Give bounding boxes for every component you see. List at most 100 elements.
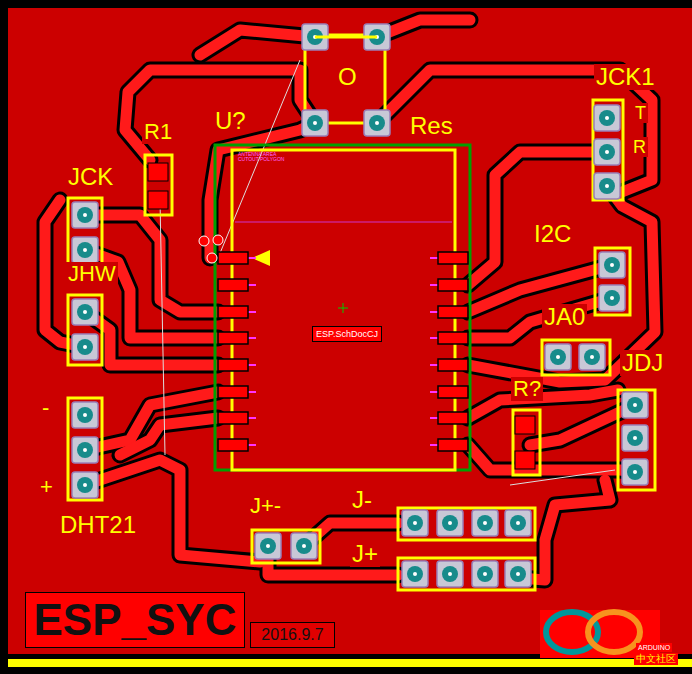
smd-pad bbox=[218, 439, 248, 451]
pin-name: - bbox=[40, 396, 51, 420]
pad-land bbox=[302, 110, 328, 136]
logo-text: 中文社区 bbox=[634, 653, 678, 665]
smd-pad bbox=[218, 279, 248, 291]
pad-land bbox=[437, 510, 463, 536]
smd-pad bbox=[438, 386, 468, 398]
pad-ring bbox=[77, 207, 93, 223]
drill-hole bbox=[83, 248, 87, 252]
pin-name: R bbox=[631, 137, 648, 157]
drill-hole bbox=[375, 121, 379, 125]
pad-ring bbox=[599, 178, 615, 194]
component-name: U? bbox=[213, 108, 248, 134]
smd-pad bbox=[218, 359, 248, 371]
pin-lead bbox=[248, 391, 256, 393]
date-tag: 2016.9.7 bbox=[250, 622, 335, 648]
pad-land bbox=[594, 173, 620, 199]
drill-hole bbox=[605, 150, 609, 154]
copper-trace bbox=[200, 30, 315, 55]
pad-ring bbox=[77, 477, 93, 493]
resistor-pad bbox=[515, 451, 535, 469]
connector-name: J- bbox=[350, 487, 374, 513]
pad-ring bbox=[627, 397, 643, 413]
pad-land bbox=[622, 459, 648, 485]
drill-hole bbox=[266, 544, 270, 548]
smd-pad bbox=[218, 386, 248, 398]
pad-land bbox=[72, 472, 98, 498]
drill-hole bbox=[313, 121, 317, 125]
pad-ring bbox=[599, 110, 615, 126]
copper-trace bbox=[85, 312, 218, 365]
connector-name: I2C bbox=[532, 221, 573, 247]
pad-land bbox=[291, 533, 317, 559]
pad-ring bbox=[260, 538, 276, 554]
component-outline bbox=[593, 100, 623, 200]
origin-cross bbox=[338, 303, 348, 313]
component-outline bbox=[68, 198, 102, 268]
smd-pad bbox=[438, 412, 468, 424]
drill-hole bbox=[483, 521, 487, 525]
drill-hole bbox=[83, 213, 87, 217]
schematic-tag: ESP.SchDocCJ bbox=[312, 326, 382, 342]
component-outline bbox=[542, 340, 610, 375]
pad-land bbox=[364, 110, 390, 136]
drill-hole bbox=[83, 483, 87, 487]
drill-hole bbox=[633, 470, 637, 474]
drill-hole bbox=[633, 403, 637, 407]
component-outline bbox=[252, 530, 320, 563]
connector-name: JHW bbox=[66, 262, 118, 286]
via bbox=[199, 236, 209, 246]
pad-land bbox=[72, 437, 98, 463]
resistor-pad bbox=[148, 191, 168, 209]
pad-land bbox=[255, 533, 281, 559]
pad-land bbox=[72, 202, 98, 228]
component-name: R? bbox=[511, 377, 543, 401]
copper-trace bbox=[85, 460, 260, 562]
drill-hole bbox=[610, 296, 614, 300]
component-outline bbox=[398, 558, 535, 590]
antenna-line bbox=[235, 222, 452, 223]
pad-land bbox=[579, 344, 605, 370]
connector-name: J+- bbox=[248, 494, 283, 518]
node-text: 2016.9.7 bbox=[261, 627, 323, 643]
drill-hole bbox=[448, 572, 452, 576]
trace-clearance bbox=[377, 20, 470, 37]
pad-ring bbox=[510, 515, 526, 531]
pad-ring bbox=[627, 464, 643, 480]
pad-ring bbox=[477, 515, 493, 531]
pad-land bbox=[402, 510, 428, 536]
pad-ring bbox=[599, 144, 615, 160]
drill-hole bbox=[83, 310, 87, 314]
pad-ring bbox=[510, 566, 526, 582]
pin-lead bbox=[248, 364, 256, 366]
connector-name: JA0 bbox=[542, 304, 587, 330]
pin-lead bbox=[430, 284, 438, 286]
component-outline bbox=[145, 155, 172, 215]
drill-hole bbox=[633, 436, 637, 440]
pin-lead bbox=[248, 257, 256, 259]
pin-lead bbox=[248, 284, 256, 286]
pin-lead bbox=[248, 337, 256, 339]
node-text: ESP_SYC bbox=[34, 598, 237, 642]
trace-clearance bbox=[200, 30, 315, 55]
pin-lead bbox=[430, 391, 438, 393]
pad-ring bbox=[442, 515, 458, 531]
drill-hole bbox=[483, 572, 487, 576]
pad-ring bbox=[584, 349, 600, 365]
copper-trace bbox=[377, 20, 470, 37]
ratsnest-line bbox=[218, 60, 300, 258]
smd-pad bbox=[438, 439, 468, 451]
pad-ring bbox=[77, 242, 93, 258]
component-outline bbox=[595, 248, 630, 315]
silk-note: ANTENNA AREA CUTOUT POLYGON bbox=[236, 151, 300, 163]
component-name: R1 bbox=[142, 120, 174, 144]
component-outline bbox=[68, 295, 102, 365]
pad-land bbox=[594, 139, 620, 165]
pad-land bbox=[72, 402, 98, 428]
pad-land bbox=[594, 105, 620, 131]
smd-pad bbox=[218, 306, 248, 318]
board-outline bbox=[8, 659, 692, 667]
drill-hole bbox=[413, 521, 417, 525]
drill-hole bbox=[556, 355, 560, 359]
component-outline bbox=[513, 410, 540, 475]
